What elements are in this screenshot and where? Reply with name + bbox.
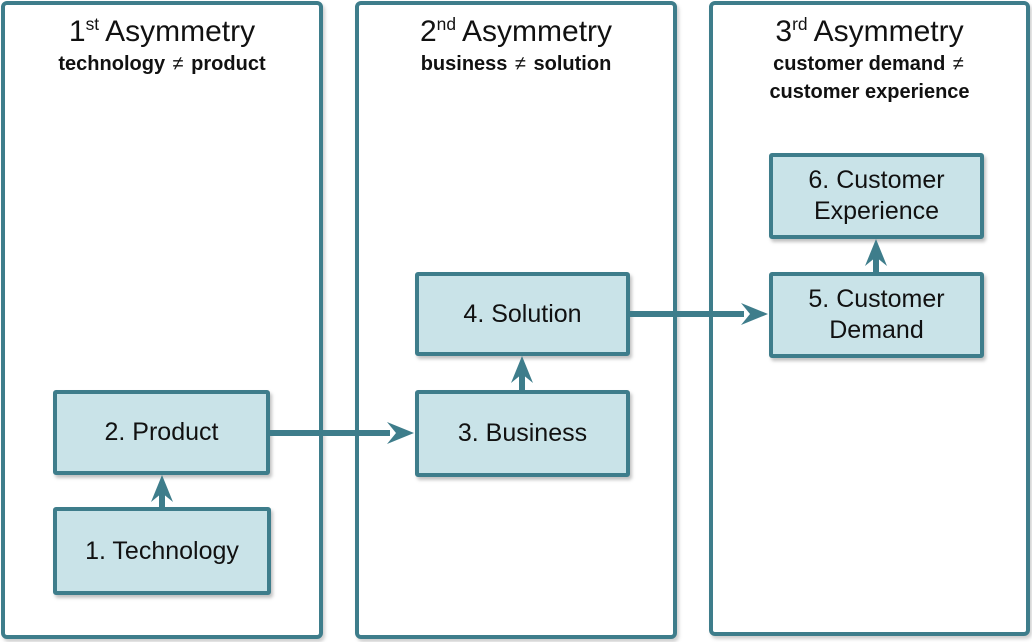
box-customer-experience-label: 6. Customer Experience [808, 166, 945, 225]
panel-third-subtitle: customer demand ≠customer experience [769, 53, 970, 103]
ordinal-suffix: st [85, 14, 100, 34]
not-equal-symbol: ≠ [952, 53, 964, 75]
not-equal-symbol: ≠ [514, 53, 526, 75]
panel-first-subtitle: technology ≠ product [58, 53, 266, 75]
box-technology-label: 1. Technology [85, 536, 239, 565]
ordinal-suffix: rd [792, 14, 808, 34]
box-business-label: 3. Business [457, 419, 588, 447]
box-solution-label: 4. Solution [463, 299, 582, 328]
box-customer-demand: 5. Customer Demand [769, 272, 984, 358]
box-customer-demand-label: 5. Customer Demand [808, 285, 945, 344]
box-technology: 1. Technology [53, 507, 271, 595]
box-product-label: 2. Product [104, 418, 219, 446]
box-product: 2. Product [53, 390, 270, 475]
panel-second-subtitle: business ≠ solution [420, 53, 612, 75]
box-solution: 4. Solution [415, 272, 630, 356]
ordinal-suffix: nd [436, 14, 457, 34]
not-equal-symbol: ≠ [172, 53, 184, 75]
box-customer-experience: 6. Customer Experience [769, 153, 984, 239]
box-business: 3. Business [415, 390, 630, 477]
